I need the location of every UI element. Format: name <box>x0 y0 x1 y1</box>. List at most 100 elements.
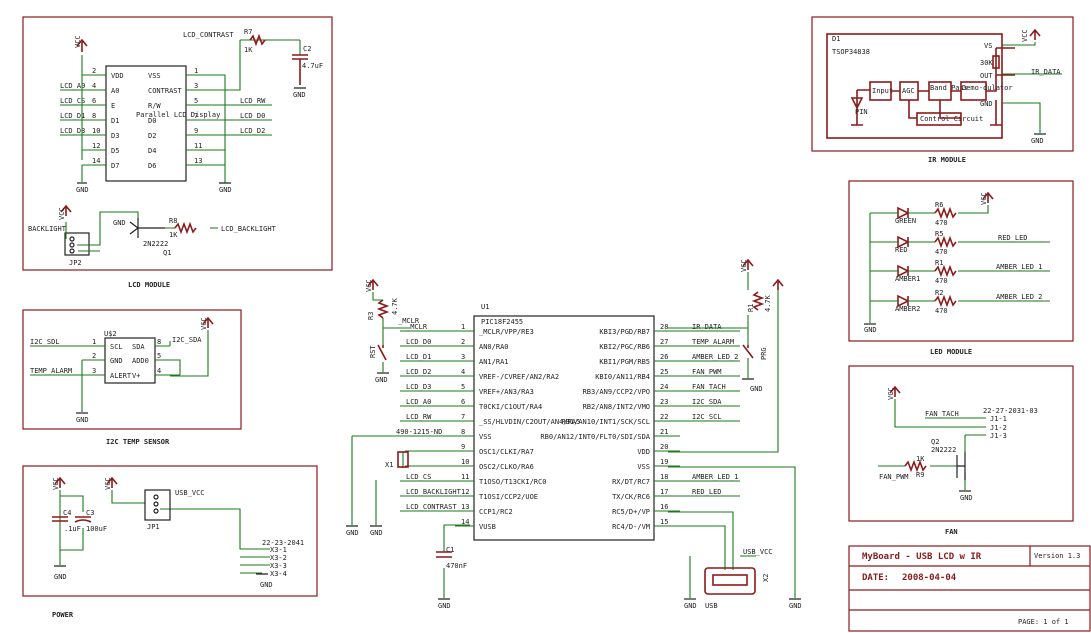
usb-wires <box>668 511 756 598</box>
mcu-left-pin-name: VREF+/AN3/RA3 <box>479 388 534 396</box>
fan-pwm-net: FAN_PWM <box>879 473 909 481</box>
led-resistor <box>934 294 957 308</box>
lcd-left-pin-num: 10 <box>92 127 100 135</box>
r8-resistor <box>174 221 197 235</box>
mcu-left-pin-name: VSS <box>479 433 492 441</box>
mcu-left-pin-name: _SS/HLVDIN/C2OUT/AN4/RA5 <box>479 418 580 426</box>
i2c-module-label: I2C TEMP SENSOR <box>106 438 170 446</box>
mcu-left-pin-num: 1 <box>461 323 465 331</box>
lcd-contrast-net: LCD_CONTRAST <box>183 31 234 39</box>
lcd-left-net: LCD_A0 <box>60 82 85 90</box>
gnd-label: GND <box>219 186 232 194</box>
r8-ref: R8 <box>169 217 177 225</box>
i2c-pin-right-name: V+ <box>132 372 140 380</box>
ir-gnd-label: GND <box>980 100 993 108</box>
r3-value: 4.7K <box>391 297 399 315</box>
mcu-left-pin-num: 3 <box>461 353 465 361</box>
ir-block-control-label: Control Circuit <box>920 115 983 123</box>
vcc-label: VCC <box>740 259 748 272</box>
mcu-right-pin-name: RC5/D+/VP <box>612 508 650 516</box>
mcu-left-pin-num: 8 <box>461 428 465 436</box>
reset-switch <box>377 344 387 361</box>
mcu-left-net: LCD_RW <box>406 413 432 421</box>
jp1-ref: JP1 <box>147 523 160 531</box>
power-module-label: POWER <box>52 611 74 619</box>
title-block-date: 2008-04-04 <box>902 573 957 583</box>
mcu-right-pin-name: RB0/AN12/INT0/FLT0/SDI/SDA <box>540 433 650 441</box>
title-block: MyBoard - USB LCD w IR Version 1.3 DATE:… <box>848 545 1091 632</box>
usb-connector <box>704 567 756 595</box>
temp-sensor-ref: U$2 <box>104 330 117 338</box>
title-block-page: PAGE: 1 of 1 <box>1018 618 1069 626</box>
mcu-right-pin-name: RB3/AN9/CCP2/VPO <box>583 388 650 396</box>
led-resistor-ref: R2 <box>935 289 943 297</box>
ir-data-net: IR_DATA <box>1031 68 1061 76</box>
mcu-left-pin-num: 5 <box>461 383 465 391</box>
i2c-pin-name: GND <box>110 357 123 365</box>
mcu-left-pin-num: 7 <box>461 413 465 421</box>
ir-ref: D1 <box>832 35 840 43</box>
mcu-left-net: LCD_D0 <box>406 338 431 346</box>
gnd-label: GND <box>260 581 273 589</box>
lcd-right-net: LCD_D2 <box>240 127 265 135</box>
fan-conn-part: 22-27-2031-03 <box>983 407 1038 415</box>
r3-ref: R3 <box>367 312 375 320</box>
mcu-left-pin-num: 9 <box>461 443 465 451</box>
led-resistor-value: 470 <box>935 277 948 285</box>
c2-ref: C2 <box>303 45 311 53</box>
ir-output-wiring <box>986 47 1015 126</box>
mcu-right-net: AMBER_LED_2 <box>692 353 738 361</box>
ir-block-agc-label: AGC <box>902 87 915 95</box>
mcu-left-net: LCD_BACKLIGHT <box>406 488 462 496</box>
mcu-right-net: RED_LED <box>692 488 722 496</box>
mcu-right-net: I2C_SDA <box>692 398 722 406</box>
led-diode-label: RED <box>895 246 908 254</box>
mcu-left-pin-name: T1OSI/CCP2/UOE <box>479 493 538 501</box>
usb-label: USB <box>705 602 718 610</box>
vcc-symbol <box>367 278 379 290</box>
mcu-right-pin-num: 15 <box>660 518 668 526</box>
c1-capacitor <box>436 551 452 558</box>
r3-resistor <box>376 299 390 319</box>
gnd-label: GND <box>76 416 89 424</box>
mcu-chip <box>473 315 655 541</box>
gnd-label: GND <box>789 602 802 610</box>
mcu-right-pin-num: 17 <box>660 488 668 496</box>
q2-transistor <box>956 452 966 480</box>
mcu-left-net: LCD_D3 <box>406 383 431 391</box>
c3-ref: C3 <box>86 509 94 517</box>
led-resistor <box>934 264 957 278</box>
power-conn-pin: X3-1 <box>270 546 287 554</box>
fan-wires <box>878 399 986 490</box>
i2c-sda-net: I2C_SDA <box>172 336 202 344</box>
ir-30k-resistor <box>992 55 1000 69</box>
vcc-label: VCC <box>980 192 988 205</box>
mcu-left-pin-num: 13 <box>461 503 469 511</box>
vcc-symbol <box>1029 28 1041 40</box>
mcu-right-pin-num: 19 <box>660 458 668 466</box>
power-conn-pin: X3-4 <box>270 570 287 578</box>
reset-switch-ref: RST <box>369 345 377 358</box>
gnd-label: GND <box>684 602 697 610</box>
prog-switch <box>742 344 754 359</box>
led-diode-label: GREEN <box>895 217 916 225</box>
lcd-right-pin-name: VSS <box>148 72 161 80</box>
ir-ext-wires <box>1002 42 1062 133</box>
mcu-part: PIC18F2455 <box>481 318 523 326</box>
vcc-symbols <box>742 258 784 290</box>
led-diode-label: AMBER1 <box>895 275 920 283</box>
r7-value: 1K <box>244 46 253 54</box>
r7-ref: R7 <box>244 28 252 36</box>
lcd-left-pin-name: A0 <box>111 87 119 95</box>
mcu-right-misc <box>668 272 796 598</box>
vcc-label: VCC <box>365 279 373 292</box>
lcd-left-net: LCD_CS <box>60 97 85 105</box>
r8-value: 1K <box>169 231 178 239</box>
mcu-left-net: LCD_D2 <box>406 368 431 376</box>
power-conn-part: 22-23-2041 <box>262 539 304 547</box>
c4-ref: C4 <box>63 509 71 517</box>
c3-value: 100uF <box>86 525 107 533</box>
ir-res-label: 30K <box>980 59 993 67</box>
i2c-right-wires <box>155 341 181 376</box>
